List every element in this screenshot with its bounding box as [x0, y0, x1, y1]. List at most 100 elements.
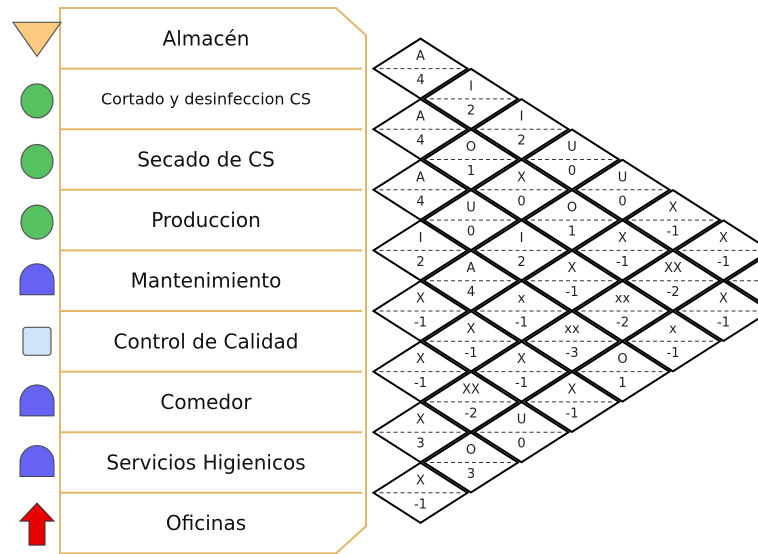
relationship-code: XX [462, 382, 480, 397]
relationship-code: O [466, 140, 476, 155]
relationship-code: U [517, 413, 527, 428]
relationship-cell: X -1 [624, 188, 722, 252]
relationship-value: -1 [515, 376, 528, 391]
relationship-value: 4 [416, 134, 424, 149]
relationship-diamond [371, 461, 470, 524]
relationship-value: -1 [515, 316, 528, 331]
relationship-diamond [674, 279, 758, 343]
relationship-code: U [466, 201, 476, 216]
activity-label: Almacén [163, 26, 250, 50]
relationship-code: O [617, 352, 627, 367]
relationship-code: X [416, 413, 425, 428]
activity-label: Produccion [151, 208, 261, 232]
transport-arrow-icon [18, 502, 56, 546]
inspection-square-icon [22, 326, 52, 356]
relationship-code: XX [664, 261, 682, 276]
relationship-code: O [466, 443, 476, 458]
relationship-code: X [517, 170, 526, 185]
relationship-code: X [416, 473, 425, 488]
relationship-value: -1 [414, 316, 427, 331]
relationship-value: -3 [566, 346, 579, 361]
relationship-value: 2 [416, 255, 424, 270]
relationship-code: I [520, 110, 524, 125]
relationship-value: -1 [667, 346, 680, 361]
relationship-code: X [618, 231, 627, 246]
relationship-code: A [416, 170, 425, 185]
relationship-diamond [523, 370, 621, 434]
relationship-code: xx [564, 322, 580, 337]
relationship-value: -1 [566, 285, 579, 300]
relationship-value: 2 [517, 134, 525, 149]
relationship-code: X [517, 352, 526, 367]
relationship-value: -2 [616, 316, 629, 331]
relationship-value: -1 [465, 346, 478, 361]
relationship-code: X [669, 201, 678, 216]
activity-frame [59, 7, 367, 554]
relationship-value: 2 [467, 103, 475, 118]
relationship-code: X [719, 292, 728, 307]
relationship-cell: XX -2 [422, 370, 520, 434]
activity-label: Mantenimiento [131, 269, 282, 293]
activity-label: Oficinas [166, 511, 246, 535]
relationship-cell: X -1 [573, 219, 672, 282]
relationship-code: X [467, 322, 476, 337]
operation-circle-icon [20, 143, 54, 180]
relationship-value: 0 [618, 194, 626, 209]
relationship-code: I [419, 231, 423, 246]
activity-label: Secado de CS [137, 148, 275, 172]
relationship-value: 1 [467, 164, 475, 179]
relationship-cell: x -1 [472, 279, 571, 343]
relationship-diamond [573, 340, 672, 403]
relationship-cell: X-1 [523, 249, 621, 312]
relationship-cell: X -1 [371, 461, 470, 524]
storage-triangle-icon [11, 21, 63, 58]
operation-circle-icon [20, 204, 54, 240]
relationship-value: -1 [414, 376, 427, 391]
relationship-value: -1 [717, 255, 730, 270]
relationship-cell: X-1 [523, 370, 621, 434]
relationship-diamond [472, 401, 571, 464]
relationship-value: 0 [467, 225, 475, 240]
relationship-cell: XX -2 [624, 249, 722, 312]
relationship-value: -1 [414, 497, 427, 512]
relationship-cell: X0 [472, 158, 571, 221]
relationship-value: 4 [416, 194, 424, 209]
relationship-value: 0 [517, 194, 525, 209]
relationship-code: U [618, 170, 628, 185]
relationship-value: -1 [616, 255, 629, 270]
relationship-value: 0 [568, 164, 576, 179]
relationship-value: 4 [416, 73, 424, 88]
activity-label: Comedor [160, 390, 252, 414]
relationship-value: 3 [467, 467, 475, 482]
relationship-diamond [422, 431, 520, 494]
relationship-value: 3 [416, 437, 424, 452]
activity-label: Cortado y desinfeccion CS [101, 89, 311, 108]
relationship-code: O [567, 201, 577, 216]
relationship-cell: x-1 [624, 310, 722, 373]
relationship-cell: U0 [472, 401, 571, 464]
relationship-value: 4 [467, 285, 475, 300]
relationship-value: 0 [517, 437, 525, 452]
relationship-diamond [624, 310, 722, 373]
relationship-value: -2 [667, 285, 680, 300]
relationship-cell: O1 [422, 128, 520, 191]
relationship-value: 2 [517, 255, 525, 270]
relationship-code: X [416, 292, 425, 307]
activity-label: Control de Calidad [114, 329, 299, 353]
relationship-value: 1 [618, 376, 626, 391]
relationship-code: x [518, 292, 526, 307]
relationship-cell: xx-2 [573, 279, 672, 343]
relationship-value: -2 [465, 406, 478, 421]
relationship-cell: O3 [422, 431, 520, 494]
relationship-value: -1 [667, 225, 680, 240]
relationship-value: 1 [568, 225, 576, 240]
relationship-code: X [719, 231, 728, 246]
relationship-code: X [416, 352, 425, 367]
relationship-value: -1 [717, 316, 730, 331]
delay-dome-icon [19, 384, 55, 417]
relationship-code: X [568, 382, 577, 397]
activity-label: Servicios Higienicos [106, 451, 305, 475]
relationship-code: A [467, 261, 476, 276]
delay-dome-icon [19, 445, 55, 477]
relationship-cell: O1 [573, 340, 672, 403]
